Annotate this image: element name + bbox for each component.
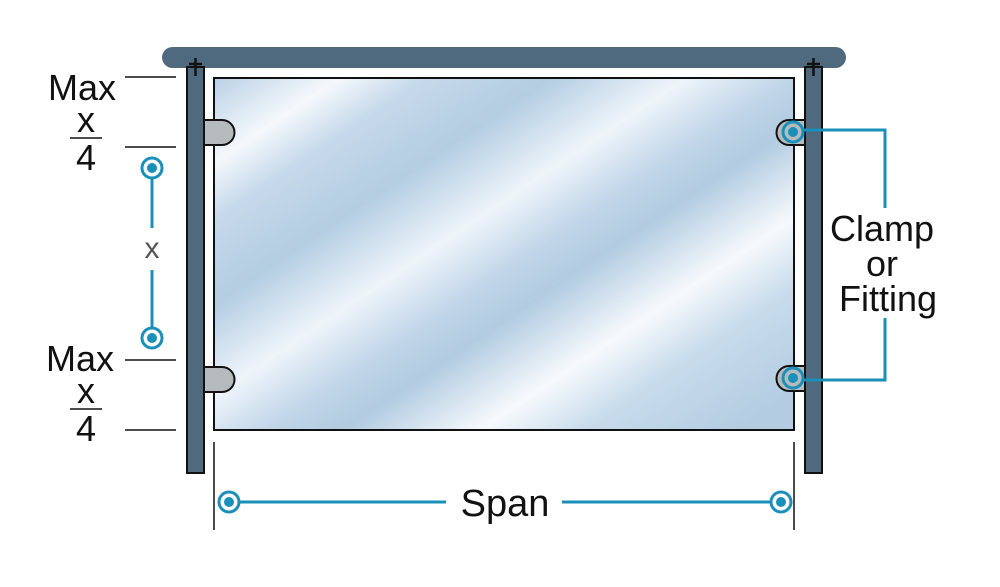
top-x-label: x [77, 99, 95, 140]
right-post-cross-icon [807, 58, 820, 76]
top-denominator-label: 4 [76, 137, 96, 178]
clamp-label-line1: Clamp [830, 208, 934, 249]
spacing-x-label: x [145, 232, 160, 265]
target-icon [140, 156, 164, 180]
target-icon [769, 490, 793, 514]
clamp-label-line3: Fitting [839, 278, 937, 319]
left-post [186, 66, 205, 474]
target-icon [140, 326, 164, 350]
right-post [804, 66, 823, 474]
top-max-label: Max [48, 67, 116, 108]
span-ticks [213, 442, 795, 530]
clamp-left-bottom [203, 366, 236, 393]
target-icon [217, 490, 241, 514]
bottom-max-label: Max [46, 338, 114, 379]
dimension-ticks [125, 76, 176, 431]
clamp-left-top [203, 119, 236, 146]
clamp-label-line2: or [866, 243, 898, 284]
target-icon [781, 366, 805, 390]
span-label: Span [461, 483, 550, 525]
left-post-cross-icon [189, 58, 202, 76]
bottom-x-label: x [77, 370, 95, 411]
handrail [162, 47, 846, 68]
glass-panel [213, 77, 795, 431]
bottom-denominator-label: 4 [76, 408, 96, 449]
target-icon [781, 120, 805, 144]
clamp-callout [800, 128, 887, 382]
